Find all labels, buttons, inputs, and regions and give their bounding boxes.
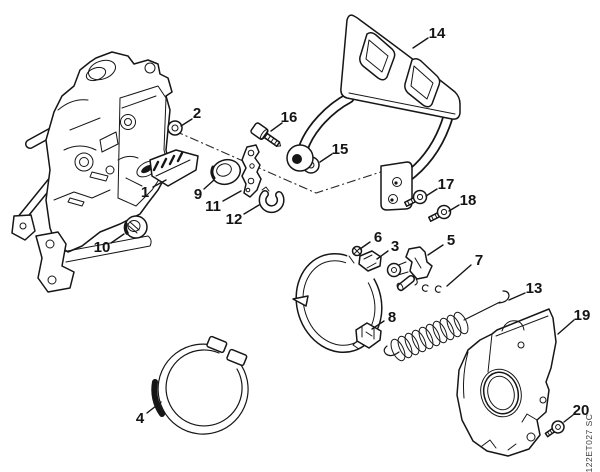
callout-6: 6 <box>374 229 382 246</box>
retainer-block-part-8 <box>352 322 382 350</box>
callout-15: 15 <box>332 141 349 158</box>
assembly-axis-lines <box>158 123 391 194</box>
callout-18: 18 <box>460 192 477 209</box>
sprocket-cover-part-19 <box>456 308 557 457</box>
callout-5: 5 <box>447 232 455 249</box>
brake-lever-part-11 <box>241 144 262 198</box>
callout-14: 14 <box>429 25 446 42</box>
pawl-lever-assembly-part-5 <box>386 246 433 292</box>
screw-part-18 <box>427 204 452 222</box>
callout-2: 2 <box>193 105 201 122</box>
callout-16: 16 <box>281 109 298 126</box>
brake-band-part-4 <box>151 335 249 435</box>
brake-band-assembly-part-3 <box>292 240 400 354</box>
screw-part-20 <box>544 420 565 438</box>
callout-7: 7 <box>475 252 483 269</box>
callout-17: 17 <box>438 176 455 193</box>
tension-spring-part-13 <box>383 290 510 362</box>
callout-8: 8 <box>388 309 396 326</box>
washer-part-2 <box>167 120 183 136</box>
callout-20: 20 <box>573 402 590 419</box>
callout-1: 1 <box>141 184 149 201</box>
callout-4: 4 <box>136 410 145 427</box>
e-clips-part-7 <box>421 284 442 293</box>
callout-9: 9 <box>194 186 202 203</box>
collar-nut-part-10 <box>123 215 148 239</box>
callout-labels: 1 2 3 4 5 6 7 8 9 10 11 12 13 14 15 16 1… <box>94 25 591 427</box>
drawing-code: 122ET027 SC <box>584 414 594 472</box>
leader-lines <box>110 37 575 423</box>
callout-13: 13 <box>526 280 543 297</box>
cam-pawl-part-12 <box>258 186 285 214</box>
callout-19: 19 <box>574 307 591 324</box>
hand-guard-part-14 <box>286 14 461 211</box>
callout-12: 12 <box>226 211 243 228</box>
callout-11: 11 <box>205 198 221 215</box>
shoulder-bolt-part-16 <box>250 122 282 147</box>
callout-3: 3 <box>391 238 399 255</box>
screw-part-17 <box>403 189 428 207</box>
bushing-part-9 <box>210 158 241 186</box>
engine-housing-drawing <box>11 51 199 293</box>
callout-10: 10 <box>94 239 111 256</box>
